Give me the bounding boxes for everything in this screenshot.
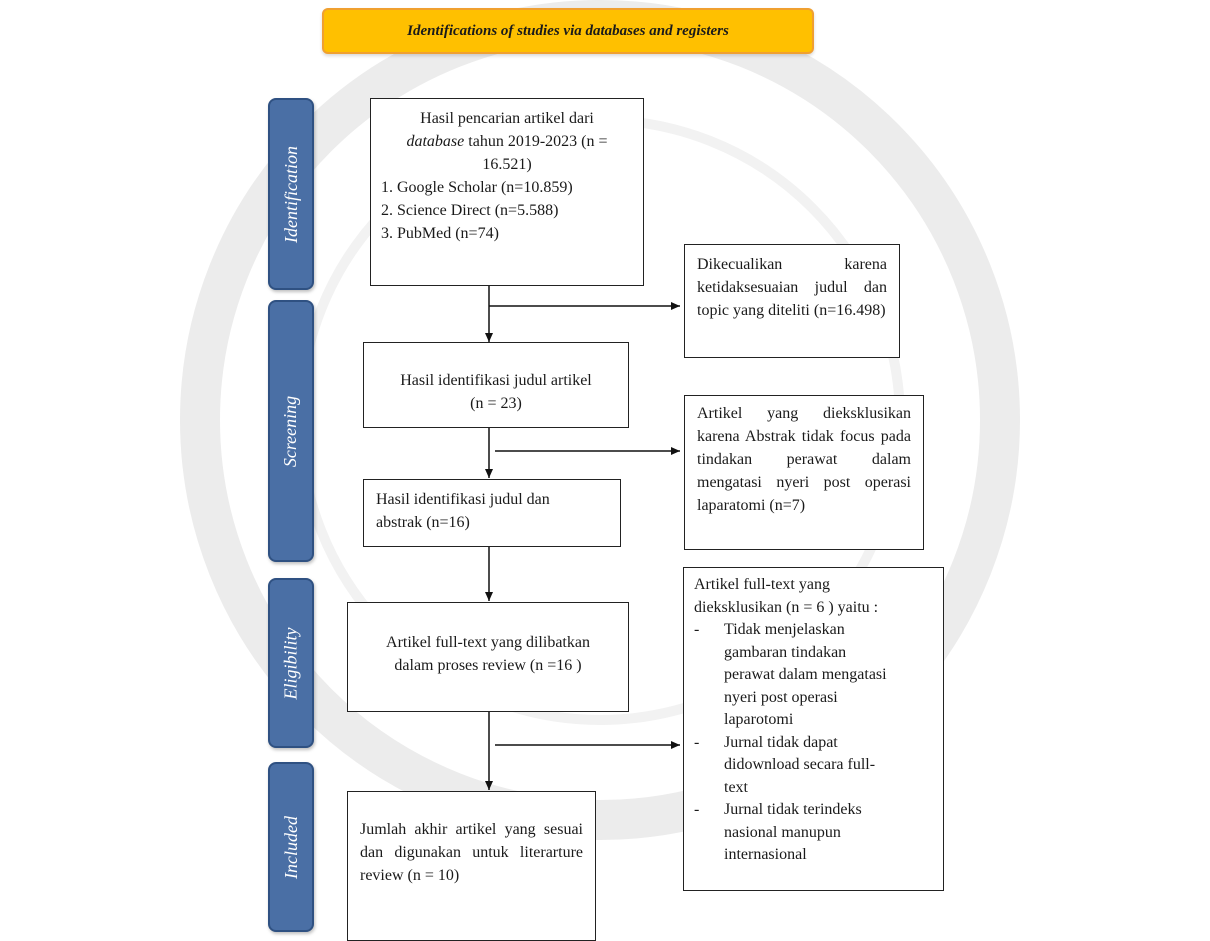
box-fulltext-included: Artikel full-text yang dilibatkan dalam … — [347, 602, 629, 712]
phase-eligibility: Eligibility — [268, 578, 314, 748]
exclusion-reason: - Tidak menjelaskan gambaran tindakan pe… — [694, 621, 887, 728]
exclusion-reason: - Jurnal tidak terindeks nasional manupu… — [694, 801, 862, 863]
header-title: Identifications of studies via databases… — [407, 22, 729, 39]
phase-identification: Identification — [268, 98, 314, 290]
box-abstract-identified: Hasil identifikasi judul dan abstrak (n=… — [363, 479, 621, 547]
source-item: 2. Science Direct (n=5.588) — [381, 202, 559, 219]
box-excluded-abstract: Artikel yang dieksklusikan karena Abstra… — [684, 395, 924, 550]
phase-screening: Screening — [268, 300, 314, 562]
phase-included: Included — [268, 762, 314, 932]
box-search-results: Hasil pencarian artikel dari database ta… — [370, 98, 644, 286]
source-item: 3. PubMed (n=74) — [381, 225, 499, 242]
source-item: 1. Google Scholar (n=10.859) — [381, 179, 573, 196]
box-final-included: Jumlah akhir artikel yang sesuai dan dig… — [347, 791, 596, 941]
exclusion-reason: - Jurnal tidak dapat didownload secara f… — [694, 733, 876, 796]
box-excluded-title: Dikecualikan karena ketidaksesuaian judu… — [684, 244, 900, 358]
header-banner: Identifications of studies via databases… — [322, 8, 814, 54]
box-fulltext-excluded: Artikel full-text yang dieksklusikan (n … — [683, 567, 944, 891]
box-title-identified: Hasil identifikasi judul artikel (n = 23… — [363, 342, 629, 428]
